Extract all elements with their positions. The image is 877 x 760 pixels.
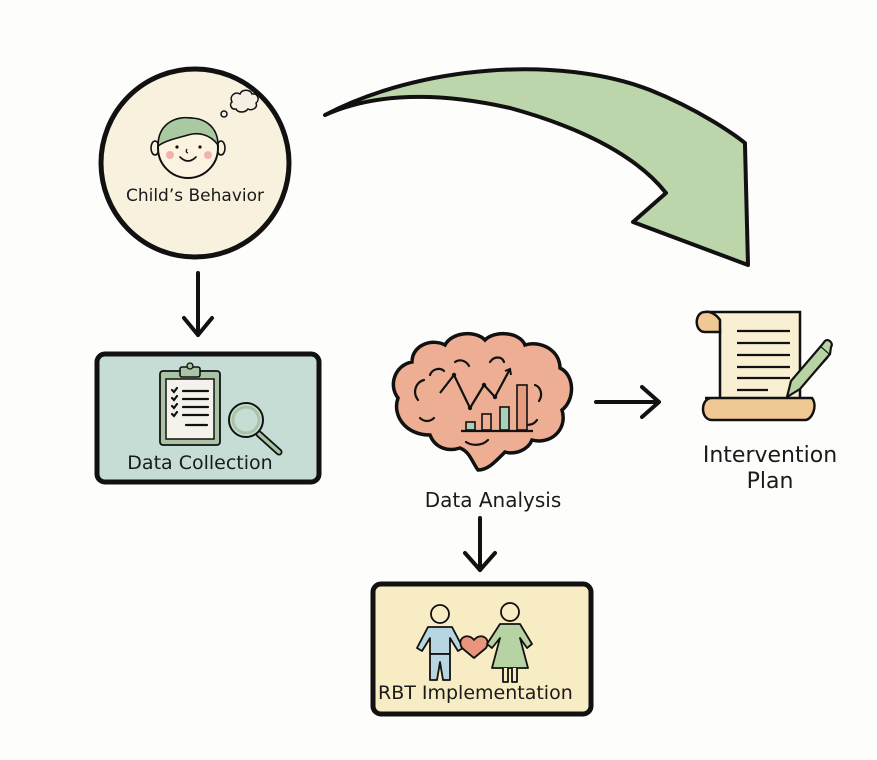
curved-arrow-child-to-plan	[323, 67, 750, 267]
label-intervention-plan-line1: Intervention	[702, 443, 838, 468]
label-intervention-plan: Intervention Plan	[680, 443, 860, 495]
magnifier-icon	[228, 402, 283, 456]
people-heart-icon	[416, 602, 533, 683]
label-intervention-plan-line2: Plan	[746, 469, 794, 494]
label-rbt-implementation: RBT Implementation	[378, 682, 573, 704]
node-child-behavior	[98, 66, 292, 260]
scroll-pen-icon	[695, 310, 833, 422]
brain-chart-icon	[391, 332, 574, 472]
thought-bubble-icon	[220, 89, 259, 118]
label-child-behavior: Child’s Behavior	[125, 186, 265, 206]
child-face-icon	[150, 116, 226, 179]
clipboard-icon	[159, 362, 221, 446]
arrow-down-child-to-collection	[182, 271, 214, 337]
arrow-down-analysis-to-rbt	[463, 516, 497, 572]
pen-icon	[785, 339, 833, 399]
label-data-analysis: Data Analysis	[424, 488, 562, 512]
node-rbt-implementation	[370, 581, 594, 717]
arrow-right-analysis-to-plan	[594, 385, 661, 419]
node-data-collection	[94, 351, 322, 485]
label-data-collection: Data Collection	[127, 452, 273, 474]
